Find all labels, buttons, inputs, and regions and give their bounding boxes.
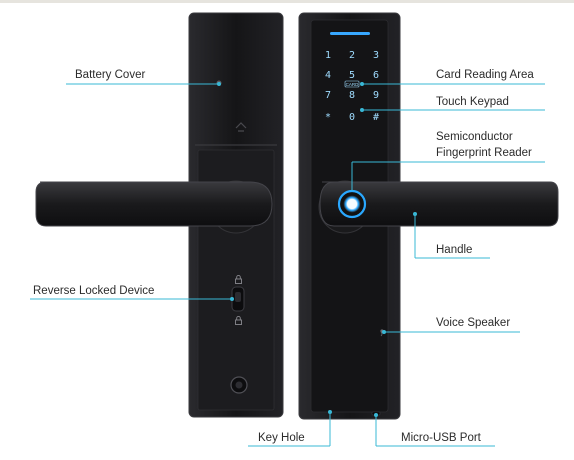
reverse-lock-switch[interactable]: [231, 286, 245, 312]
label-battery-cover: Battery Cover: [75, 69, 146, 81]
callout-dots: [217, 82, 417, 417]
label-fingerprint-reader-line2: Fingerprint Reader: [436, 147, 532, 159]
keypad-key-0[interactable]: 0: [349, 112, 355, 123]
keypad-key-5[interactable]: 5: [349, 70, 355, 81]
keypad-key-8[interactable]: 8: [349, 90, 355, 101]
keypad-key-hash[interactable]: #: [373, 112, 379, 123]
label-key-hole: Key Hole: [258, 432, 305, 444]
keypad-key-1[interactable]: 1: [325, 50, 331, 61]
keypad-key-4[interactable]: 4: [325, 70, 331, 81]
keypad-key-star[interactable]: *: [325, 112, 331, 123]
label-reverse-locked-device: Reverse Locked Device: [33, 285, 155, 297]
key-hole[interactable]: [230, 376, 248, 394]
keypad-key-9[interactable]: 9: [373, 90, 379, 101]
keypad-key-7[interactable]: 7: [325, 90, 331, 101]
label-touch-keypad: Touch Keypad: [436, 96, 509, 108]
inner-handle: [35, 180, 273, 234]
card-badge-frame: [344, 80, 360, 88]
fingerprint-reader[interactable]: [337, 189, 367, 219]
keypad-key-2[interactable]: 2: [349, 50, 355, 61]
top-border: [0, 0, 574, 3]
label-micro-usb-port: Micro-USB Port: [401, 432, 481, 444]
callout-lines: [30, 83, 545, 447]
label-card-reading-area: Card Reading Area: [436, 69, 534, 81]
keypad-key-3[interactable]: 3: [373, 50, 379, 61]
padlock-icon: [235, 315, 242, 325]
padlock-icon: [235, 274, 242, 284]
label-voice-speaker: Voice Speaker: [436, 317, 511, 329]
touch-keypad[interactable]: 1 2 3 4 5 6 7 8 9 * 0 # CARD: [325, 50, 379, 123]
label-handle: Handle: [436, 244, 473, 256]
label-fingerprint-reader-line1: Semiconductor: [436, 131, 513, 143]
card-reader-indicator: [330, 32, 370, 35]
keypad-key-6[interactable]: 6: [373, 70, 379, 81]
card-badge-label: CARD: [346, 82, 360, 87]
